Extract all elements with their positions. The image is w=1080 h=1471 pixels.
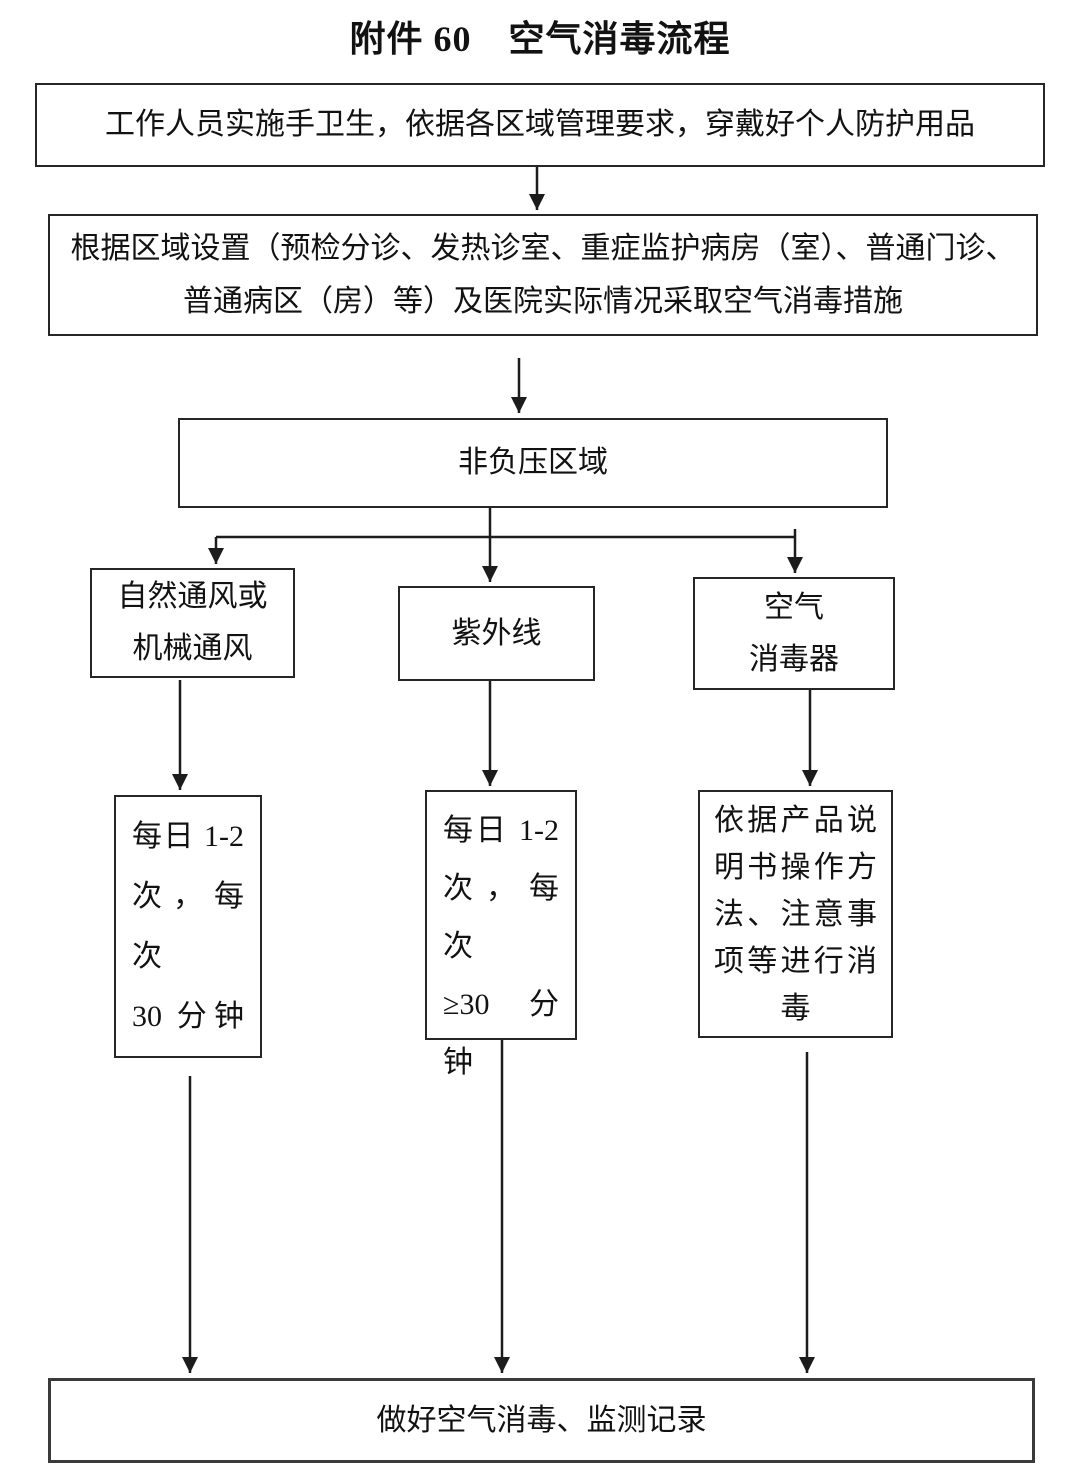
step-area-setup-line2: 普通病区（房）等）及医院实际情况采取空气消毒措施: [183, 285, 903, 318]
detail-air-line3: 法、注意事: [714, 897, 877, 931]
step-non-negative-pressure-box: 非负压区域: [178, 418, 888, 508]
step-hand-hygiene-text: 工作人员实施手卫生，依据各区域管理要求，穿戴好个人防护用品: [105, 108, 975, 141]
final-record-text: 做好空气消毒、监测记录: [376, 1403, 707, 1437]
branch-uv-box: 紫外线: [398, 586, 595, 681]
detail-air-line5: 毒: [780, 991, 811, 1025]
branch-ventilation-box: 自然通风或 机械通风: [90, 568, 295, 678]
detail-uv-line3: ≥30 分: [443, 988, 559, 1021]
detail-uv-line2: 次，每次: [443, 872, 559, 963]
detail-ventilation-line2: 次，每次: [132, 879, 244, 973]
step-area-setup-box: 根据区域设置（预检分诊、发热诊室、重症监护病房（室）、普通门诊、 普通病区（房）…: [48, 214, 1038, 336]
final-record-box: 做好空气消毒、监测记录: [48, 1378, 1035, 1463]
step-hand-hygiene-box: 工作人员实施手卫生，依据各区域管理要求，穿戴好个人防护用品: [35, 83, 1045, 167]
detail-ventilation-line3: 30 分钟: [132, 999, 244, 1033]
branch-air-disinfector-line1: 空气: [764, 590, 824, 624]
detail-air-line2: 明书操作方: [714, 850, 877, 884]
step-area-setup-line1: 根据区域设置（预检分诊、发热诊室、重症监护病房（室）、普通门诊、: [70, 232, 1016, 265]
detail-air-line4: 项等进行消: [714, 944, 877, 978]
branch-uv-line1: 紫外线: [451, 616, 542, 650]
detail-air-disinfector-box: 依据产品说 明书操作方 法、注意事 项等进行消 毒: [698, 790, 893, 1038]
detail-uv-line4: 钟: [443, 1046, 473, 1079]
detail-uv-box: 每日 1-2 次，每次 ≥30 分 钟: [425, 790, 577, 1079]
branch-air-disinfector-box: 空气 消毒器: [693, 577, 895, 690]
detail-air-line1: 依据产品说: [714, 803, 877, 837]
detail-ventilation-line1: 每日 1-2: [132, 819, 244, 853]
detail-ventilation-box: 每日 1-2 次，每次 30 分钟: [114, 795, 262, 1058]
detail-uv-line1: 每日 1-2: [443, 814, 559, 847]
branch-air-disinfector-line2: 消毒器: [749, 642, 839, 676]
branch-ventilation-line2: 机械通风: [132, 632, 253, 665]
page-title: 附件 60 空气消毒流程: [349, 19, 731, 59]
step-non-negative-pressure-text: 非负压区域: [458, 446, 608, 479]
branch-ventilation-line1: 自然通风或: [117, 580, 268, 613]
